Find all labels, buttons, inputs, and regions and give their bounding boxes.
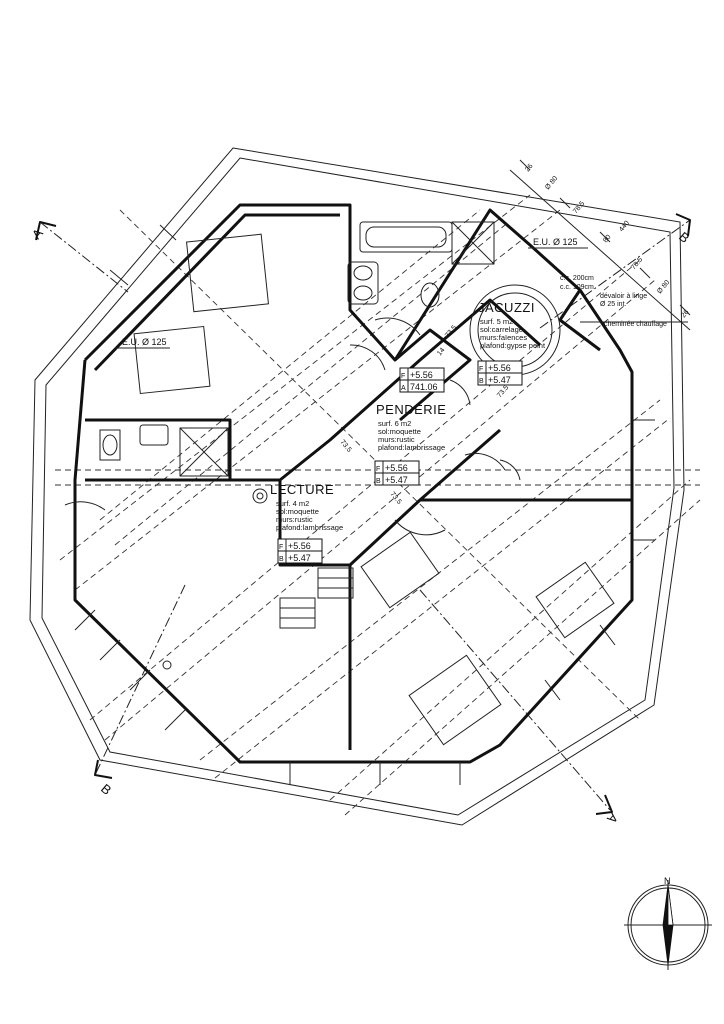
level-box-lecture: F +5.56 B +5.47 — [277, 538, 323, 564]
level-box-penderie-bottom: F +5.56 B +5.47 — [374, 460, 420, 486]
walls — [73, 203, 634, 764]
dim-80b: 80 — [602, 234, 612, 245]
annotation-devaloir: dévaloir à linge — [600, 293, 647, 300]
site-outline — [29, 147, 685, 826]
annotation-eu-left: E.U. Ø 125 — [122, 337, 167, 347]
compass-north-label: N — [664, 876, 671, 886]
annotation-eu-right: E.U. Ø 125 — [533, 237, 578, 247]
room-penderie-murs: murs:rustic — [378, 435, 415, 444]
level-value: +5.56 — [488, 363, 511, 373]
level-key: B — [376, 478, 381, 485]
room-jacuzzi-surf: surf. 5 m2 — [480, 317, 513, 326]
level-value: 741.06 — [410, 382, 438, 392]
section-b-top-label: B — [676, 229, 693, 246]
level-value: +5.47 — [488, 375, 511, 385]
dim-735c: 73.5 — [338, 439, 352, 454]
double-sink — [347, 261, 379, 305]
section-b-bottom-label: B — [98, 781, 115, 798]
dimension-lines — [509, 159, 691, 331]
level-key: A — [401, 385, 406, 392]
room-lecture: LECTURE surf. 4 m2 sol:moquette murs:rus… — [270, 482, 343, 532]
level-key: B — [479, 378, 484, 385]
toilet-left — [99, 429, 121, 461]
level-box-jacuzzi: F +5.56 B +5.47 — [477, 360, 523, 386]
fixtures — [99, 221, 561, 670]
room-jacuzzi-murs: murs:faïences — [480, 333, 527, 342]
dim-785a: 78.5 — [572, 200, 586, 215]
level-key: B — [279, 556, 284, 563]
window-ticks — [74, 224, 655, 785]
room-lecture-surf: surf. 4 m2 — [276, 499, 309, 508]
level-box-penderie-top: F +5.56 A 741.06 — [399, 367, 445, 393]
annotation-devaloir-int: Ø 25 int. — [600, 301, 627, 308]
room-jacuzzi-sol: sol:carrelage — [480, 325, 523, 334]
section-lines — [35, 213, 691, 815]
dim-735b: 73.5 — [496, 384, 510, 399]
level-key: F — [401, 373, 405, 380]
dim-80c: Ø 80 — [656, 279, 671, 295]
level-value: +5.56 — [410, 370, 433, 380]
annotation-cc109: c.c. 109cm — [560, 284, 594, 291]
room-penderie-name: PENDERIE — [376, 402, 446, 417]
shower-upper — [451, 221, 495, 265]
level-key: F — [279, 544, 283, 551]
dim-26a: 26 — [524, 163, 534, 174]
level-value: +5.56 — [385, 463, 408, 473]
room-jacuzzi-plafond: plafond:gypse peint — [480, 341, 546, 350]
room-penderie-plafond: plafond:lambrissage — [378, 443, 445, 452]
room-jacuzzi-name: JACUZZI — [478, 300, 535, 315]
room-lecture-name: LECTURE — [270, 482, 334, 497]
room-penderie-sol: sol:moquette — [378, 427, 421, 436]
column-lecture — [252, 488, 268, 504]
room-penderie-surf: surf. 6 m2 — [378, 419, 411, 428]
section-a-left-label: A — [29, 225, 46, 242]
dim-735a: 73.5 — [444, 324, 458, 339]
compass-icon: N — [624, 876, 712, 970]
sink-left — [139, 424, 169, 446]
doors — [64, 317, 521, 536]
dim-14: 14 — [436, 347, 446, 358]
level-value: +5.47 — [288, 553, 311, 563]
annotation-cheminee: cheminée chauffage — [604, 321, 667, 328]
shower-left — [179, 427, 229, 477]
column-lower — [162, 660, 172, 670]
room-lecture-murs: murs:rustic — [276, 515, 313, 524]
room-lecture-sol: sol:moquette — [276, 507, 319, 516]
level-key: F — [479, 366, 483, 373]
room-jacuzzi: JACUZZI surf. 5 m2 sol:carrelage murs:fa… — [478, 300, 546, 350]
room-penderie: PENDERIE surf. 6 m2 sol:moquette murs:ru… — [376, 402, 446, 452]
dim-26b: 26 — [680, 309, 690, 320]
dim-440: 440 — [618, 220, 631, 234]
level-value: +5.47 — [385, 475, 408, 485]
furniture — [133, 233, 615, 746]
annotation-cc200: c.c. 200cm — [560, 275, 594, 282]
level-key: F — [376, 466, 380, 473]
dim-80a: Ø 80 — [544, 175, 559, 191]
dim-785b: 78.5 — [630, 256, 644, 271]
room-lecture-plafond: plafond:lambrissage — [276, 523, 343, 532]
toilet-upper — [420, 282, 440, 308]
level-value: +5.56 — [288, 541, 311, 551]
